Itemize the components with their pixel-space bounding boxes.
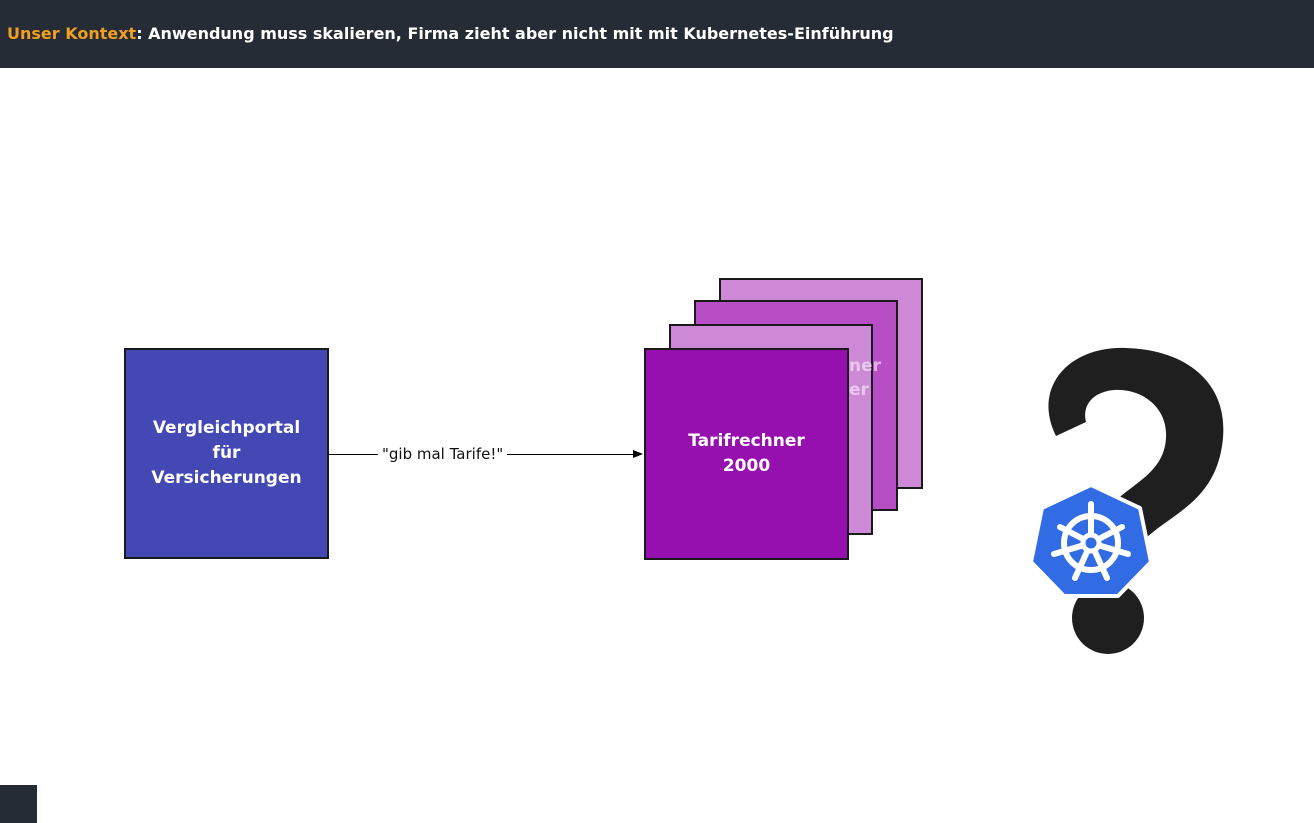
header-accent: Unser Kontext — [7, 24, 137, 43]
portal-line-2: für — [212, 443, 241, 463]
replica-ghost-text-2: er — [849, 380, 869, 400]
tarifrechner-box: Tarifrechner 2000 — [644, 348, 849, 560]
question-mark-icon — [1048, 347, 1224, 654]
request-arrow-label: "gib mal Tarife!" — [378, 443, 508, 465]
slide-header: Unser Kontext : Anwendung muss skalieren… — [0, 0, 1314, 68]
request-arrow-head — [633, 450, 643, 458]
replica-ghost-text-1: ner — [849, 356, 882, 376]
tarif-line-2: 2000 — [722, 456, 771, 476]
portal-line-1: Vergleichportal — [152, 418, 301, 438]
portal-line-3: Versicherungen — [151, 468, 302, 488]
tarif-line-1: Tarifrechner — [688, 431, 805, 451]
vergleichportal-box: Vergleichportal für Versicherungen — [124, 348, 329, 559]
header-title: : Anwendung muss skalieren, Firma zieht … — [136, 24, 894, 43]
kubernetes-icon — [1029, 483, 1153, 598]
corner-marker — [0, 785, 37, 823]
